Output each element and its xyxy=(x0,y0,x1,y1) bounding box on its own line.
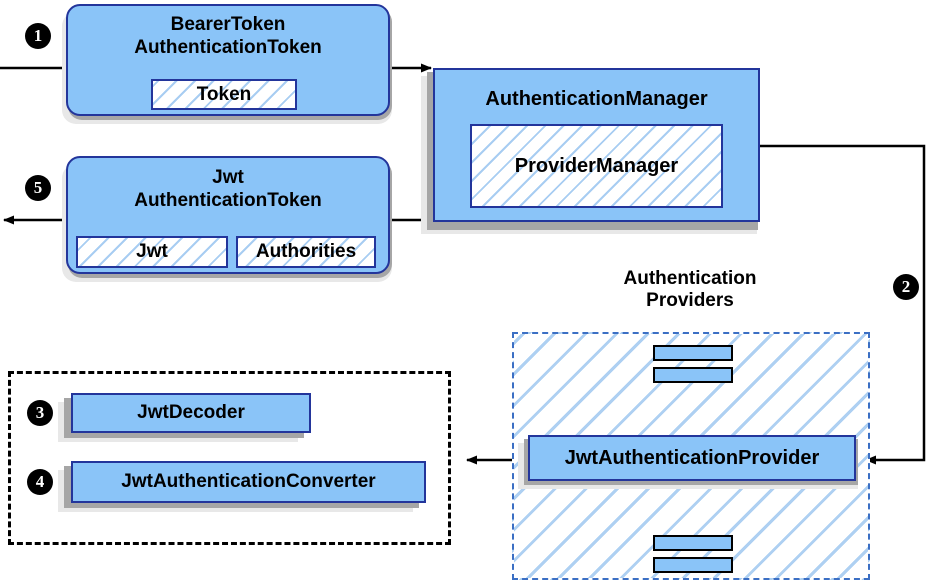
jwt-authentication-converter-node[interactable]: JwtAuthenticationConverter xyxy=(71,461,426,503)
bearer-token-title-line2: AuthenticationToken xyxy=(134,36,322,58)
step-marker-3: 3 xyxy=(27,400,53,426)
jwt-token-inner-authorities-box: Authorities xyxy=(236,236,376,268)
provider-bar-top-2 xyxy=(653,367,733,383)
bearer-token-title: BearerToken AuthenticationToken xyxy=(68,6,388,60)
jwt-token-title-line2: AuthenticationToken xyxy=(134,189,322,211)
bearer-token-inner-token-box: Token xyxy=(151,79,297,110)
jwt-support-components-region xyxy=(8,371,451,545)
provider-bar-top-1 xyxy=(653,345,733,361)
step-marker-5: 5 xyxy=(25,175,51,201)
jwt-token-inner-jwt-box: Jwt xyxy=(76,236,228,268)
jwt-decoder-node[interactable]: JwtDecoder xyxy=(71,393,311,433)
jwt-token-title-line1: Jwt xyxy=(212,167,244,188)
bearer-token-title-line1: BearerToken xyxy=(170,14,286,35)
provider-bar-bottom-2 xyxy=(653,557,733,573)
arrow-manager-to-provider xyxy=(760,144,926,465)
provider-manager-inner-box: ProviderManager xyxy=(470,124,723,208)
provider-bar-bottom-1 xyxy=(653,535,733,551)
step-marker-1: 1 xyxy=(25,23,51,49)
authentication-providers-label-line1: Authentication xyxy=(623,268,757,289)
step-marker-4: 4 xyxy=(27,469,53,495)
jwt-authentication-provider-node[interactable]: JwtAuthenticationProvider xyxy=(528,435,856,481)
authentication-providers-label-line2: Providers xyxy=(646,289,734,311)
authentication-providers-label: Authentication Providers xyxy=(578,268,802,312)
jwt-token-title: Jwt AuthenticationToken xyxy=(68,158,388,213)
authentication-manager-title: AuthenticationManager xyxy=(485,88,708,110)
step-marker-2: 2 xyxy=(893,274,919,300)
